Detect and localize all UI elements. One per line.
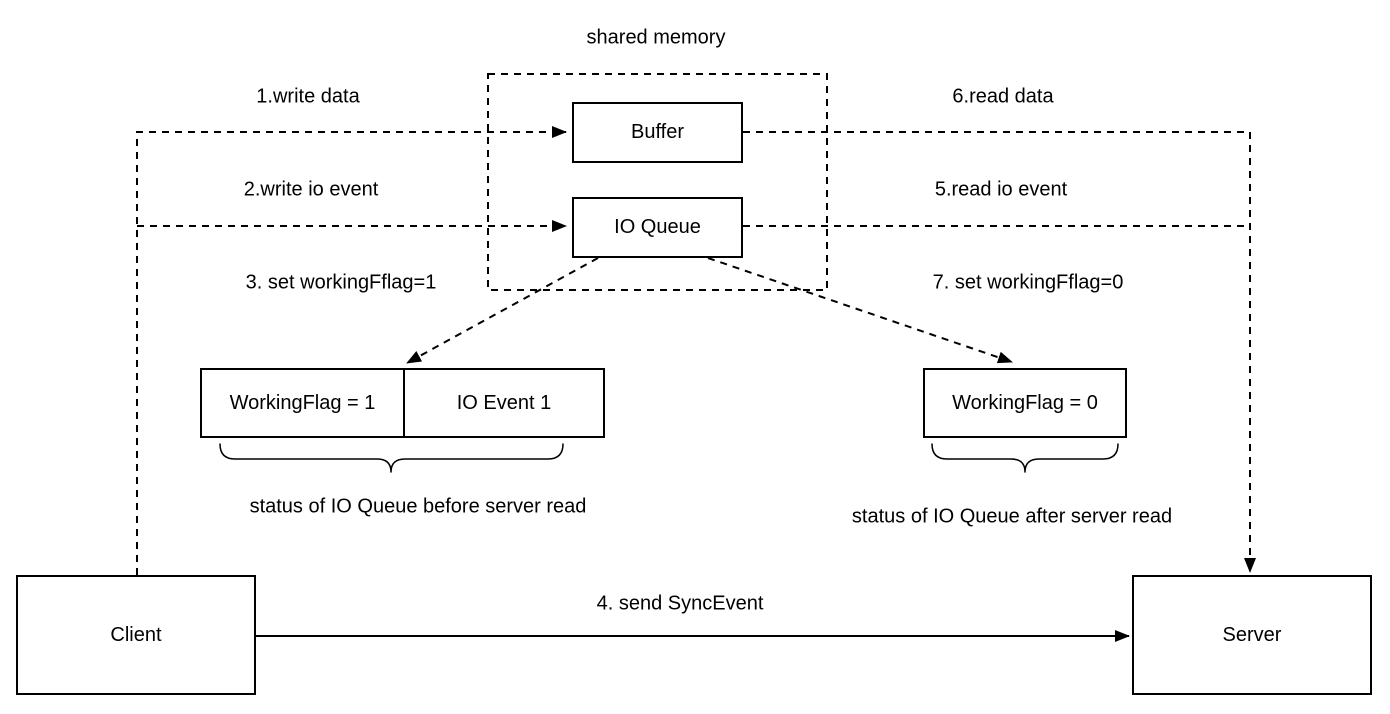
shared-memory-boundary: [487, 73, 828, 291]
client-label: Client: [110, 623, 162, 646]
brace-after: [931, 443, 1119, 473]
buffer-label: Buffer: [631, 121, 684, 143]
shared-memory-label: shared memory: [586, 26, 726, 49]
set-flag-0-arrow: [707, 257, 1013, 364]
edge-label-step6: 6.read data: [952, 85, 1054, 108]
io-queue-label: IO Queue: [614, 216, 701, 238]
edge-label-step2: 2.write io event: [243, 178, 379, 201]
write-data-arrow: [136, 126, 567, 575]
edge-label-step4: 4. send SyncEvent: [596, 592, 764, 615]
set-flag-1-arrow: [406, 257, 599, 364]
caption-before: status of IO Queue before server read: [249, 495, 587, 518]
edge-label-step5: 5.read io event: [934, 178, 1068, 201]
edge-label-step3: 3. set workingFflag=1: [245, 271, 437, 294]
io-queue-node: IO Queue: [572, 197, 743, 258]
caption-after: status of IO Queue after server read: [851, 505, 1173, 528]
status-after-box: WorkingFlag = 0: [923, 368, 1127, 438]
io-event-1-cell: IO Event 1: [456, 391, 552, 414]
working-flag-1-cell: WorkingFlag = 1: [202, 370, 405, 436]
edge-label-step7: 7. set workingFflag=0: [932, 271, 1124, 294]
edge-label-step1: 1.write data: [256, 85, 360, 108]
server-node: Server: [1132, 575, 1372, 695]
buffer-node: Buffer: [572, 102, 743, 163]
brace-before: [219, 443, 564, 473]
working-flag-0-label: WorkingFlag = 0: [952, 391, 1098, 414]
status-before-box: WorkingFlag = 1 IO Event 1: [200, 368, 605, 438]
client-node: Client: [16, 575, 256, 695]
server-label: Server: [1222, 623, 1282, 646]
